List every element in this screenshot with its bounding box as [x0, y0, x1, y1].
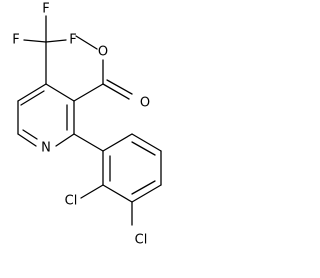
bond-oxygen-methyl	[75, 35, 98, 50]
chlorine-bottom-label: Cl	[135, 233, 148, 248]
bond-aryl-c3-c4	[131, 184, 162, 203]
bond-cf3-f-left	[23, 39, 47, 43]
bond-c3-c4	[45, 83, 75, 102]
fluorine-right-label: F	[69, 33, 76, 48]
bond-c6-n1	[17, 133, 37, 147]
atom-label-layer: F F F O O N Cl Cl	[12, 2, 150, 248]
molecule-structure-diagram: F F F O O N Cl Cl	[12, 2, 162, 248]
bond-c4-c5-inner	[20, 90, 45, 106]
bond-network	[17, 15, 162, 226]
bond-aryl-chlorine-left	[80, 184, 104, 199]
bond-aryl-c6-c1	[102, 133, 133, 152]
bond-carbonyl-oxygen-double-a	[102, 83, 130, 100]
bond-c3-carbonyl	[73, 83, 104, 102]
fluorine-left-label: F	[12, 33, 19, 48]
fluorine-top-label: F	[42, 2, 49, 17]
bond-c6-n1-inner	[22, 129, 38, 140]
ester-single-oxygen-label: O	[98, 45, 108, 60]
bond-aryl-c5-c6-inner	[131, 141, 156, 156]
ring-nitrogen-label: N	[41, 141, 51, 156]
bond-aryl-c3-c4-inner	[131, 180, 156, 195]
bond-aryl-c5-c6	[131, 133, 162, 152]
bond-c2-aryl	[73, 133, 104, 152]
bond-n1-c2	[55, 133, 75, 147]
chlorine-left-label: Cl	[65, 194, 78, 209]
bond-c4-c5	[17, 83, 47, 102]
bond-cf3-f-right	[45, 39, 67, 43]
bond-aryl-c2-c3	[102, 184, 133, 203]
ester-double-oxygen-label: O	[140, 96, 150, 111]
bond-carbonyl-oxygen-double-b	[106, 79, 133, 95]
